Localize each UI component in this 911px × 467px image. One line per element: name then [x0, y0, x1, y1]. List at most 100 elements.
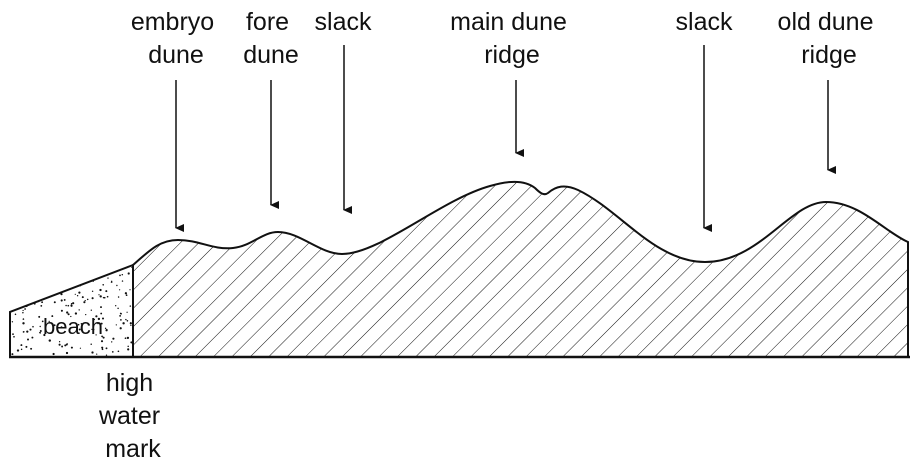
beach-stipple-dot	[20, 266, 23, 269]
beach-stipple-dot	[126, 311, 128, 313]
beach-stipple-dot	[32, 325, 34, 328]
beach-stipple-dot	[17, 288, 20, 290]
beach-stipple-dot	[119, 274, 121, 277]
beach-stipple-dot	[74, 293, 76, 295]
beach-stipple-dot	[96, 353, 98, 355]
beach-stipple-dot	[105, 354, 108, 356]
beach-stipple-dot	[63, 271, 66, 274]
beach-stipple-dot	[117, 307, 119, 310]
beach-stipple-dot	[125, 318, 127, 321]
beach-stipple-dot	[24, 308, 26, 310]
slack-2-label: slack	[676, 8, 733, 36]
beach-stipple-dot	[51, 315, 54, 318]
beach-stipple-dot	[51, 267, 53, 270]
beach-stipple-dot	[39, 331, 41, 334]
beach-stipple-dot	[129, 322, 132, 325]
beach-stipple-dot	[65, 304, 67, 307]
beach-stipple-dot	[84, 299, 86, 302]
beach-stipple-dot	[81, 276, 84, 279]
beach-stipple-dot	[83, 301, 86, 304]
beach-stipple-dot	[30, 265, 34, 268]
beach-stipple-dot	[53, 324, 56, 327]
beach-stipple-dot	[127, 348, 130, 351]
beach-area	[9, 264, 134, 357]
beach-label: beach	[43, 314, 103, 339]
beach-stipple-dot	[40, 269, 43, 272]
beach-stipple-dot	[47, 267, 50, 270]
beach-stipple-dot	[38, 315, 41, 318]
beach-stipple-dot	[119, 327, 122, 330]
beach-stipple-dot	[105, 329, 108, 332]
beach-stipple-dot	[104, 327, 107, 330]
beach-stipple-dot	[70, 346, 73, 349]
beach-stipple-dot	[28, 278, 31, 281]
beach-stipple-dot	[91, 351, 94, 354]
beach-stipple-dot	[60, 326, 63, 329]
beach-stipple-dot	[19, 303, 21, 305]
beach-stipple-dot	[25, 345, 28, 348]
beach-stipple-dot	[22, 297, 24, 299]
beach-stipple-dot	[48, 286, 51, 289]
beach-stipple-dot	[79, 347, 82, 349]
beach-stipple-dot	[124, 337, 127, 340]
beach-stipple-dot	[100, 322, 103, 325]
beach-stipple-dot	[89, 277, 92, 279]
beach-stipple-dot	[26, 330, 29, 333]
beach-stipple-dot	[48, 339, 51, 342]
beach-stipple-dot	[40, 286, 43, 289]
main-dune-ridge-annotation: main dune ridge	[450, 8, 574, 157]
beach-stipple-dot	[111, 341, 113, 343]
beach-stipple-dot	[12, 333, 14, 335]
beach-stipple-dot	[119, 314, 122, 317]
beach-stipple-dot	[40, 276, 43, 278]
beach-stipple-dot	[129, 289, 131, 291]
beach-stipple-dot	[72, 272, 75, 275]
beach-stipple-dot	[124, 292, 128, 295]
beach-stipple-dot	[81, 296, 84, 299]
beach-stipple-dot	[48, 320, 50, 323]
beach-stipple-dot	[120, 319, 122, 321]
beach-stipple-dot	[23, 331, 25, 333]
beach-stipple-dot	[76, 295, 79, 297]
beach-stipple-dot	[102, 296, 105, 299]
beach-stipple-dot	[71, 322, 73, 324]
beach-stipple-dot	[32, 271, 34, 273]
old-dune-ridge-label: old dune ridge	[778, 8, 881, 69]
beach-stipple-dot	[65, 273, 67, 275]
beach-stipple-dot	[40, 280, 42, 282]
beach-stipple-dot	[90, 309, 92, 311]
beach-stipple-dot	[11, 321, 14, 323]
beach-stipple-dot	[112, 337, 115, 340]
beach-stipple-dot	[29, 297, 31, 300]
beach-stipple-dot	[106, 295, 109, 298]
beach-stipple-dot	[53, 271, 57, 275]
beach-stipple-dot	[52, 352, 55, 356]
beach-stipple-dot	[45, 265, 47, 267]
beach-stipple-dot	[40, 292, 44, 296]
beach-stipple-dot	[22, 309, 24, 312]
beach-stipple-dot	[101, 346, 104, 349]
beach-stipple-dot	[20, 348, 23, 351]
beach-stipple-dot	[98, 274, 101, 277]
beach-stipple-dot	[107, 277, 109, 279]
beach-stipple-dot	[40, 305, 43, 307]
beach-stipple-dot	[93, 318, 96, 321]
beach-stipple-dot	[39, 325, 41, 328]
main-dune-ridge-label: main dune ridge	[450, 8, 574, 69]
beach-stipple-dot	[25, 300, 28, 303]
beach-stipple-dot	[60, 309, 63, 312]
beach-stipple-dot	[117, 350, 120, 353]
beach-stipple-dot	[78, 328, 81, 331]
beach-stipple-dot	[85, 313, 87, 316]
beach-stipple-dot	[31, 289, 33, 292]
beach-stipple-dot	[105, 347, 108, 350]
beach-stipple-dot	[110, 281, 113, 283]
beach-stipple-dot	[14, 313, 17, 316]
beach-stipple-dot	[101, 317, 105, 320]
beach-stipple-dot	[51, 274, 54, 277]
beach-stipple-dot	[67, 304, 70, 307]
beach-stipple-dot	[66, 311, 69, 314]
beach-stipple-dot	[22, 312, 24, 314]
beach-stipple-dot	[11, 353, 14, 356]
beach-stipple-dot	[21, 284, 23, 286]
